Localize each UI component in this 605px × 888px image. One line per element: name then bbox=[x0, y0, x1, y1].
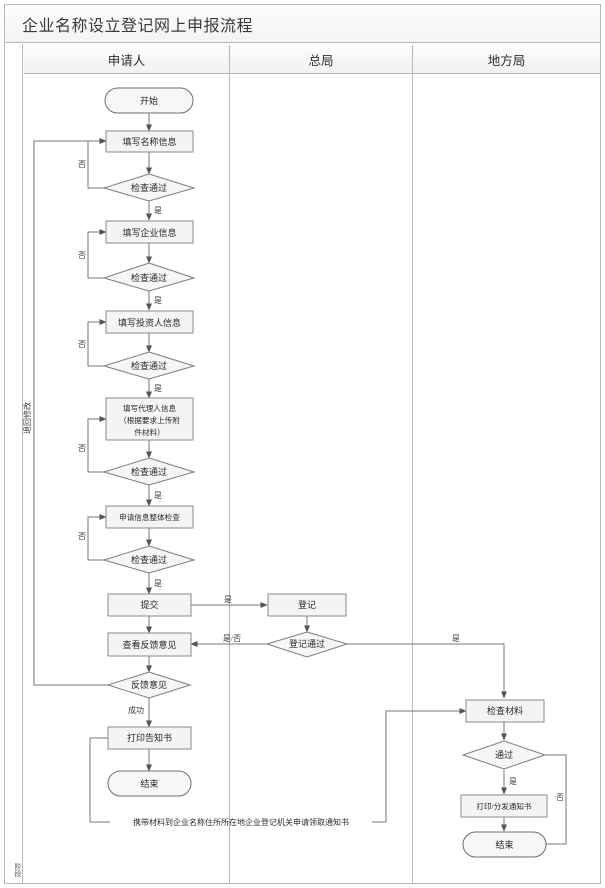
edge-label-check5-yes: 是 bbox=[154, 579, 162, 588]
node-check4-label: 检查通过 bbox=[131, 466, 167, 477]
node-check3-label: 检查通过 bbox=[131, 360, 167, 371]
node-overall-check-label: 申请信息整体检查 bbox=[119, 512, 180, 522]
edge-label-check4-yes: 是 bbox=[154, 491, 162, 500]
node-feedback-label: 反馈意见 bbox=[131, 679, 167, 690]
edge-label-check1-yes: 是 bbox=[154, 206, 162, 215]
lane-header-applicant: 申请人 bbox=[24, 45, 230, 74]
node-end-applicant-label: 结束 bbox=[140, 778, 158, 789]
node-register-label: 登记 bbox=[298, 600, 316, 610]
node-check1-label: 检查通过 bbox=[131, 182, 167, 193]
lane-body-local-bureau bbox=[413, 74, 600, 883]
node-fill-agent-label-line2: （根据要求上传附 bbox=[119, 415, 180, 425]
edge-label-check2-yes: 是 bbox=[154, 296, 162, 305]
node-start-label: 开始 bbox=[140, 95, 158, 106]
node-pass-label: 通过 bbox=[495, 749, 513, 760]
edge-label-check4-no: 否 bbox=[78, 444, 86, 453]
node-check-materials-label: 检查材料 bbox=[487, 705, 523, 716]
node-fill-investor-label: 填写投资人信息 bbox=[118, 317, 181, 328]
node-fill-agent-label-line3: 件材料） bbox=[134, 427, 164, 437]
lane-header-local-bureau-label: 地方局 bbox=[487, 53, 526, 68]
title-bar: 企业名称设立登记网上申报流程 bbox=[5, 5, 600, 43]
node-fill-company-label: 填写企业信息 bbox=[122, 227, 176, 238]
edge-label-submit-yes: 是 bbox=[224, 595, 232, 604]
phase-column-label: 阶段 bbox=[14, 863, 22, 877]
edge-label-register-yesno: 是/否 bbox=[223, 634, 241, 643]
edge-label-check1-no: 否 bbox=[78, 160, 86, 169]
annotation-carry-materials: 携带材料到企业名称住所所在地企业登记机关申请领取通知书 bbox=[133, 817, 349, 827]
node-fill-name-label: 填写名称信息 bbox=[122, 136, 176, 147]
edge-label-check5-no: 否 bbox=[78, 532, 86, 541]
lane-body-applicant bbox=[24, 74, 230, 883]
node-end-local-label: 结束 bbox=[495, 839, 513, 850]
edge-label-check2-no: 否 bbox=[78, 251, 86, 260]
lane-header-applicant-label: 申请人 bbox=[107, 53, 146, 68]
node-fill-agent-label-line1: 填写代理人信息 bbox=[123, 403, 177, 413]
node-print-distribute-label: 打印/分发通知书 bbox=[476, 801, 532, 811]
lane-body-head-bureau bbox=[230, 74, 413, 883]
node-view-feedback-label: 查看反馈意见 bbox=[122, 639, 176, 650]
edge-label-pass-no: 否 bbox=[556, 793, 564, 802]
edge-label-register-yes: 是 bbox=[452, 634, 460, 643]
page-title: 企业名称设立登记网上申报流程 bbox=[22, 17, 254, 35]
lane-header-head-bureau-label: 总局 bbox=[308, 53, 334, 68]
edge-label-feedback-success: 成功 bbox=[128, 705, 144, 715]
edge-label-check3-no: 否 bbox=[78, 340, 86, 349]
node-register-pass-label: 登记通过 bbox=[289, 638, 325, 649]
edge-label-check3-yes: 是 bbox=[154, 384, 162, 393]
node-submit-label: 提交 bbox=[140, 599, 158, 610]
node-check2-label: 检查通过 bbox=[131, 272, 167, 283]
lane-header-local-bureau: 地方局 bbox=[413, 45, 600, 74]
phase-column: 阶段 bbox=[5, 44, 23, 883]
edge-label-return-modify: 退回修改 bbox=[22, 402, 32, 434]
edge-label-pass-yes: 是 bbox=[509, 777, 517, 786]
lane-header-head-bureau: 总局 bbox=[230, 45, 413, 74]
node-check5-label: 检查通过 bbox=[131, 554, 167, 565]
node-print-notice-label: 打印告知书 bbox=[127, 732, 172, 743]
